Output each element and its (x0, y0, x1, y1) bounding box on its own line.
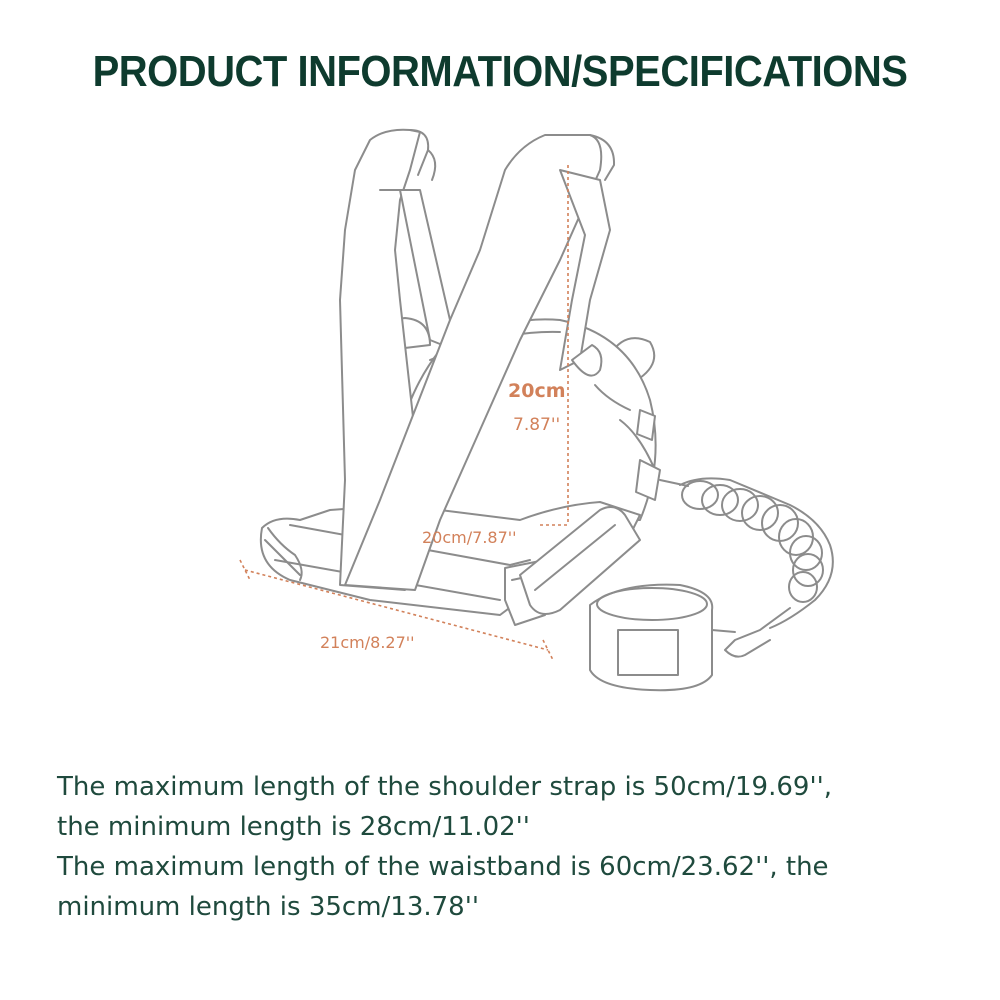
coiled-leash (659, 477, 834, 658)
width-label: 21cm/8.27'' (320, 633, 415, 652)
chest-pad (519, 505, 641, 615)
spec-text: The maximum length of the shoulder strap… (57, 767, 957, 927)
width-end-right (542, 639, 554, 661)
spec-line: the minimum length is 28cm/11.02'' (57, 812, 530, 842)
harness-illustration: 20cm 7.87'' 20cm/7.87'' 21cm/8.27'' (239, 128, 834, 692)
height-label-cm: 20cm (508, 380, 566, 402)
width-dimension-line (244, 569, 549, 651)
depth-label: 20cm/7.87'' (422, 528, 517, 547)
wrist-cuff (589, 583, 736, 692)
shoulder-strap-right (344, 134, 616, 591)
width-end-left (239, 559, 251, 581)
spec-line: minimum length is 35cm/13.78'' (57, 892, 480, 922)
spec-line: The maximum length of the waistband is 6… (57, 852, 829, 882)
page-title: PRODUCT INFORMATION/SPECIFICATIONS (92, 48, 908, 96)
dimension-lines (239, 165, 569, 661)
height-label-in: 7.87'' (513, 415, 560, 435)
spec-line: The maximum length of the shoulder strap… (57, 772, 832, 802)
